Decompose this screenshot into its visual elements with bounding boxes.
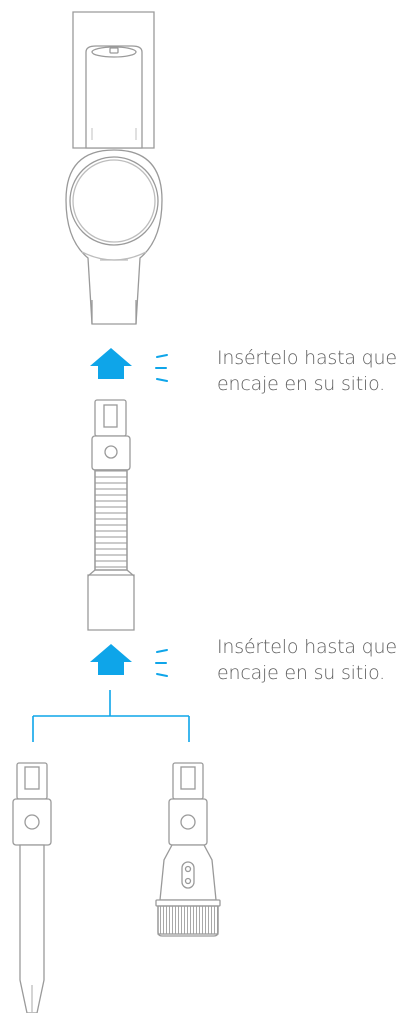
up-arrow-icon bbox=[90, 348, 132, 379]
instruction-line: encaje en su sitio. bbox=[217, 662, 386, 684]
branch-connector bbox=[32, 690, 190, 742]
instruction-text-2: Insértelo hasta que encaje en su sitio. bbox=[217, 634, 408, 686]
instruction-line: Insértelo hasta que bbox=[217, 636, 397, 658]
brush-tool bbox=[155, 762, 221, 937]
extension-hose bbox=[87, 399, 135, 631]
click-sound-icon bbox=[155, 649, 168, 677]
instruction-text-1: Insértelo hasta que encaje en su sitio. bbox=[217, 345, 408, 397]
crevice-tool bbox=[12, 762, 52, 1013]
vacuum-main-body bbox=[65, 11, 163, 325]
up-arrow-icon bbox=[90, 644, 132, 675]
instruction-line: Insértelo hasta que bbox=[217, 347, 397, 369]
click-sound-icon bbox=[155, 354, 168, 382]
instruction-line: encaje en su sitio. bbox=[217, 373, 386, 395]
